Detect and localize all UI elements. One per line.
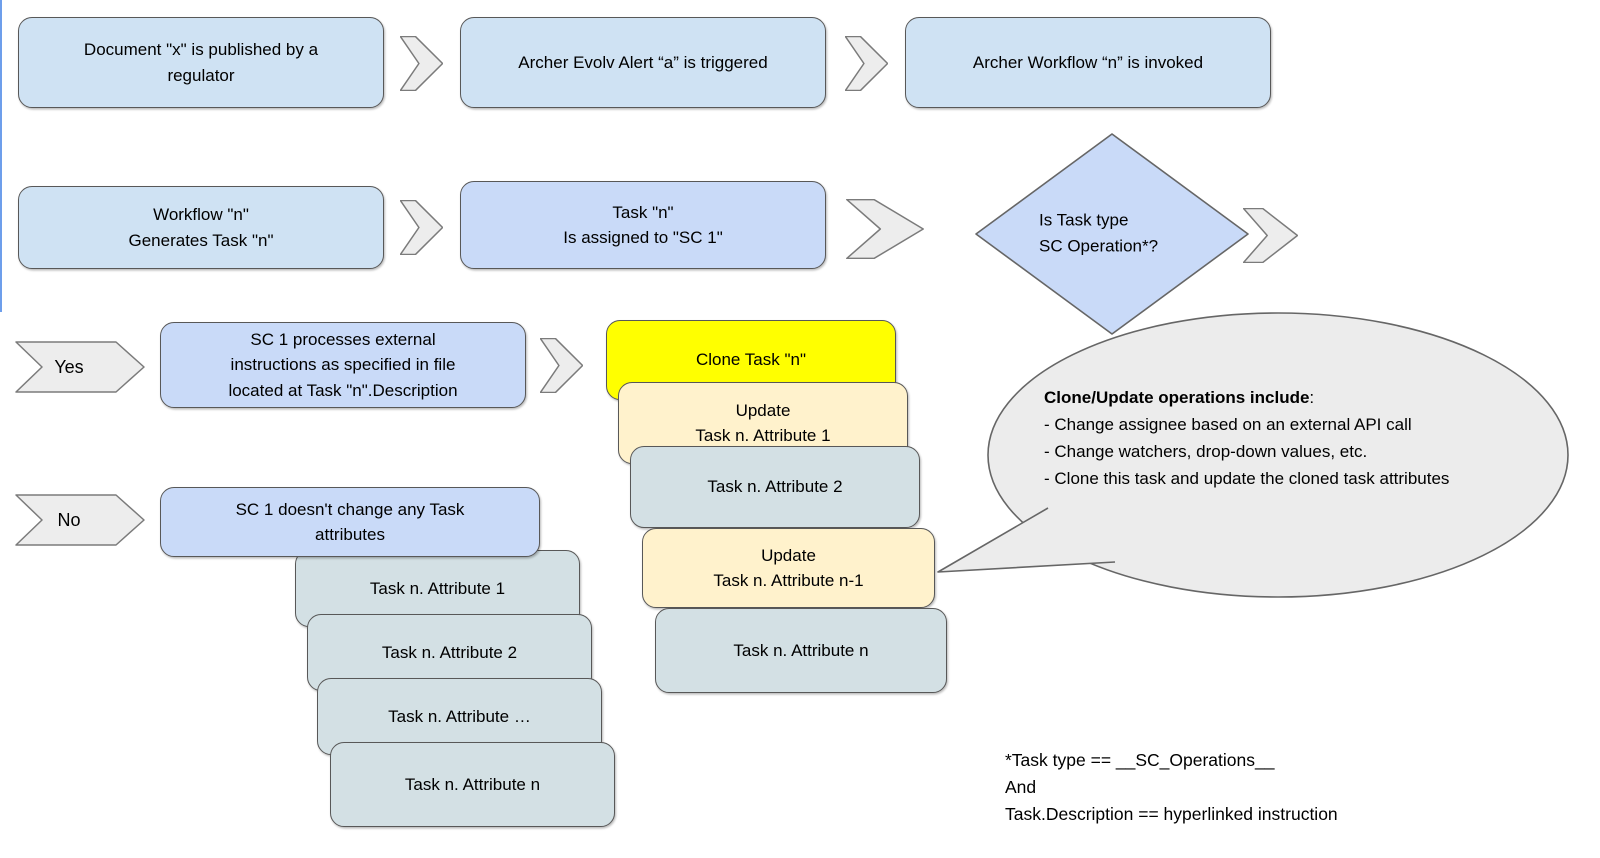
node-document-published: Document "x" is published by a regulator: [18, 17, 384, 108]
callout-bubble: [930, 310, 1590, 610]
card-update-attribute-n-1: Update Task n. Attribute n-1: [642, 528, 935, 608]
node-alert-triggered: Archer Evolv Alert “a” is triggered: [460, 17, 826, 108]
no-label: No: [57, 509, 81, 530]
chevron-right-icon: [1243, 208, 1298, 263]
callout-item: - Change watchers, drop-down values, etc…: [1044, 442, 1368, 461]
node-task-assigned: Task "n" Is assigned to "SC 1": [460, 181, 826, 269]
chevron-right-icon: [845, 36, 888, 91]
card-attribute-2: Task n. Attribute 2: [630, 446, 920, 528]
card-attribute-n: Task n. Attribute n: [655, 608, 947, 693]
chevron-right-icon: [846, 199, 924, 259]
chevron-right-icon: [400, 200, 443, 255]
callout-heading: Clone/Update operations include: [1044, 388, 1310, 407]
node-sc1-processes-instructions: SC 1 processes external instructions as …: [160, 322, 526, 408]
yes-branch-banner: Yes: [15, 341, 145, 393]
chevron-right-icon: [400, 36, 443, 91]
callout-item: - Clone this task and update the cloned …: [1044, 469, 1450, 488]
callout-heading-colon: :: [1309, 388, 1315, 407]
callout-content: Clone/Update operations include: - Chang…: [1044, 384, 1574, 492]
footnote: *Task type == __SC_Operations__ And Task…: [1005, 750, 1338, 824]
card-no-attribute-n: Task n. Attribute n: [330, 742, 615, 827]
node-workflow-generates-task: Workflow "n" Generates Task "n": [18, 186, 384, 269]
node-sc1-no-change: SC 1 doesn't change any Task attributes: [160, 487, 540, 557]
decision-is-task-type-sc-operation: Is Task type SC Operation*?: [975, 133, 1249, 335]
node-workflow-invoked: Archer Workflow “n” is invoked: [905, 17, 1271, 108]
callout-item: - Change assignee based on an external A…: [1044, 415, 1412, 434]
decision-label: Is Task type SC Operation*?: [1039, 210, 1159, 256]
yes-label: Yes: [54, 356, 84, 377]
callout-heading-line: Clone/Update operations include:: [1044, 384, 1574, 411]
chevron-right-icon: [540, 338, 583, 393]
no-branch-banner: No: [15, 494, 145, 546]
left-edge-artifact: [0, 0, 2, 312]
